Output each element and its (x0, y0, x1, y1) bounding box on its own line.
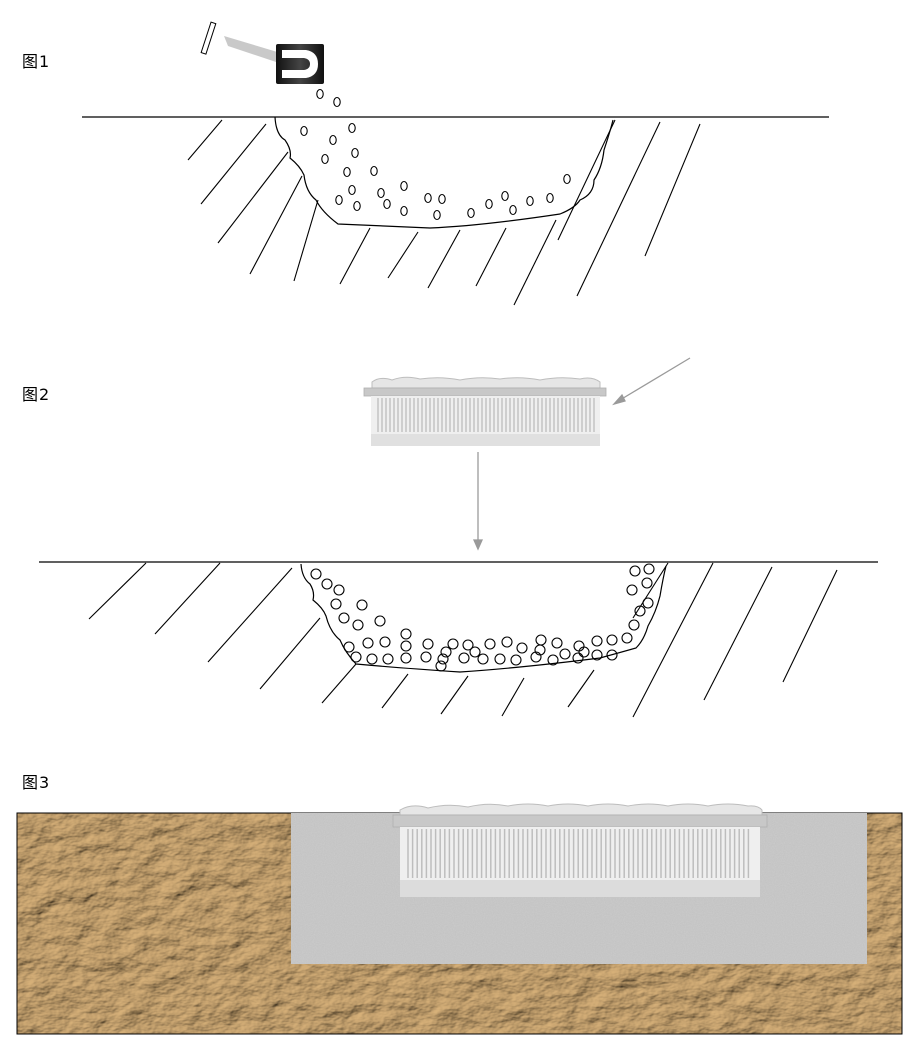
magnet-icon (200, 21, 324, 84)
gravel-particle (551, 637, 563, 649)
gravel-particle (366, 653, 378, 665)
gravel-particle (641, 577, 653, 589)
figure-3-label: 图3 (22, 773, 51, 792)
gravel-particle (400, 652, 412, 664)
gravel-particle (333, 584, 345, 596)
gravel-particle (469, 646, 481, 658)
gravel-particle (352, 619, 364, 631)
gravel-particle (547, 654, 559, 666)
gravel-particle (437, 653, 449, 665)
gravel-particle (643, 563, 655, 575)
gravel-particle (440, 646, 452, 658)
gravel-particle (559, 648, 571, 660)
gravel-particle (591, 635, 603, 647)
gravel-particle (606, 649, 618, 661)
module-unit (392, 803, 768, 897)
gravel-particle (535, 634, 547, 646)
gravel-particle (591, 649, 603, 661)
gravel-particle (572, 652, 584, 664)
gravel-particle (362, 637, 374, 649)
hatch-lines (88, 562, 838, 718)
figure-1-label: 图1 (22, 52, 51, 71)
gravel-particle (634, 605, 646, 617)
hatch-lines (187, 119, 701, 306)
gravel-particle (382, 653, 394, 665)
gravel-particle (356, 599, 368, 611)
gravel-particle (321, 578, 333, 590)
gravel-particle (400, 628, 412, 640)
gravel-particle (458, 652, 470, 664)
gravel-particle (343, 641, 355, 653)
gravel-particle (626, 584, 638, 596)
figure-1 (82, 21, 829, 306)
arrow-icon (472, 452, 484, 551)
gravel-particle (435, 660, 447, 672)
gravel-particle (400, 640, 412, 652)
figure-3 (16, 803, 903, 1035)
gravel-particle (534, 644, 546, 656)
gravel-particle (628, 619, 640, 631)
falling-particles (300, 88, 571, 221)
module-unit (363, 376, 607, 446)
gravel-particle (462, 639, 474, 651)
arrow-icon (612, 357, 691, 406)
gravel-particle (330, 598, 342, 610)
gravel-particle (420, 651, 432, 663)
gravel-particle (621, 632, 633, 644)
gravel-particle (447, 638, 459, 650)
gravel-fill (310, 563, 655, 672)
gravel-particle (642, 597, 654, 609)
gravel-particle (501, 636, 513, 648)
figure-2 (39, 357, 878, 718)
gravel-particle (510, 654, 522, 666)
gravel-particle (606, 634, 618, 646)
gravel-particle (310, 568, 322, 580)
gravel-particle (338, 612, 350, 624)
pit-outline (300, 563, 667, 673)
gravel-particle (477, 653, 489, 665)
gravel-particle (379, 636, 391, 648)
pit-outline (274, 116, 614, 229)
figure-2-label: 图2 (22, 385, 51, 404)
gravel-particle (629, 565, 641, 577)
gravel-particle (494, 653, 506, 665)
gravel-particle (374, 615, 386, 627)
gravel-particle (350, 651, 362, 663)
gravel-particle (573, 640, 585, 652)
gravel-particle (422, 638, 434, 650)
gravel-particle (484, 638, 496, 650)
gravel-particle (516, 642, 528, 654)
gravel-particle (578, 646, 590, 658)
